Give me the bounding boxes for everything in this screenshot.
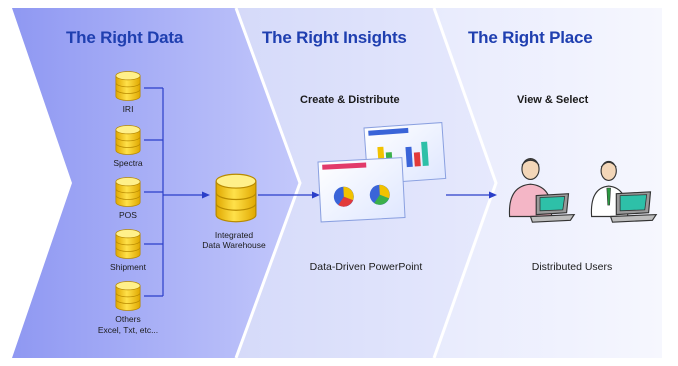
arrowhead [489,191,497,199]
panel-right-data [12,8,300,358]
warehouse-label-line1: Integrated [214,230,254,240]
place-subtitle: View & Select [517,94,589,106]
source-label: POS [119,210,137,220]
place-caption: Distributed Users [531,261,613,273]
section-title-right-insights: The Right Insights [262,28,407,47]
database-icon [115,71,141,101]
panel-right-place [434,8,662,358]
section-title-right-data: The Right Data [66,28,184,47]
source-label: Shipment [110,262,146,272]
source-connectors [144,87,205,297]
chevron-separator [432,7,498,359]
insights-caption: Data-Driven PowerPoint [309,261,423,273]
database-icon [115,125,141,155]
powerpoint-slide-icon [317,122,447,223]
arrowhead [202,191,210,199]
insights-subtitle: Create & Distribute [300,94,400,106]
database-icon [115,229,141,259]
chevron-separator [234,7,302,359]
source-label: IRI [122,104,134,114]
source-label: Spectra [113,158,143,168]
arrowhead [312,191,320,199]
warehouse-label-line2: Data Warehouse [202,240,266,250]
source-label: Others [115,314,141,324]
source-label-detail: Excel, Txt, etc... [97,325,159,335]
warehouse-database-icon [215,173,257,223]
section-title-right-place: The Right Place [468,28,593,47]
database-icon [115,281,141,311]
database-icon [115,177,141,207]
